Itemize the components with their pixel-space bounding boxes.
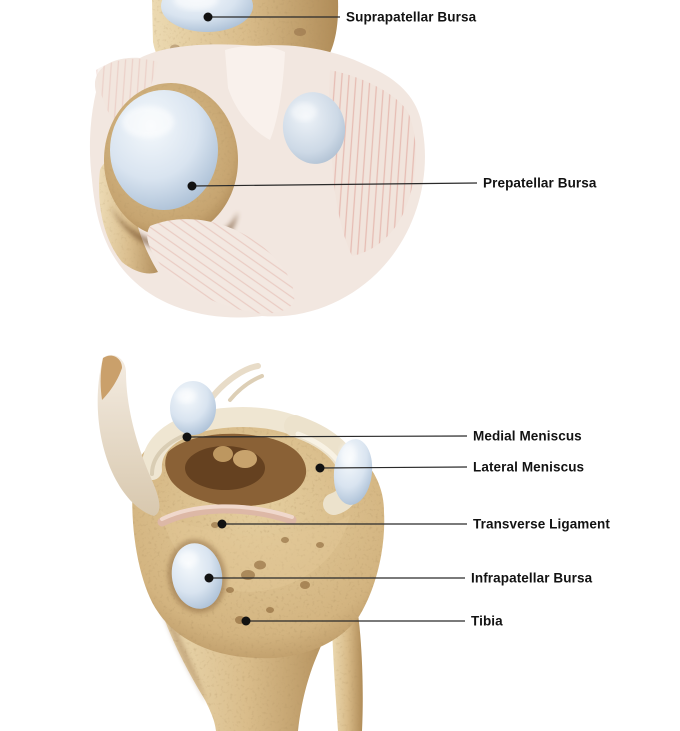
prepatellar-bursa-shape	[110, 90, 218, 210]
label-medial-meniscus: Medial Meniscus	[473, 428, 582, 444]
leader-prepatellar-bursa	[187, 181, 478, 191]
panel-anterior-knee	[89, 0, 425, 318]
patellar-ligament-band	[147, 219, 295, 314]
leader-dot	[204, 573, 214, 583]
leader-dot	[315, 463, 325, 473]
label-transverse-ligament: Transverse Ligament	[473, 516, 610, 532]
leader-lateral-meniscus	[315, 463, 468, 473]
collateral-ligament-shape	[97, 354, 160, 516]
vastus-muscle-fibers	[329, 70, 416, 256]
cruciate-ligament-stumps	[207, 363, 264, 403]
leader-tibia	[241, 616, 465, 626]
leader-suprapatellar-bursa	[203, 12, 340, 22]
leader-dot	[241, 616, 251, 626]
lateral-bursa-shape	[282, 92, 346, 164]
leader-dot	[203, 12, 213, 22]
leader-lines	[182, 12, 478, 626]
panel-tibial-plateau	[97, 354, 385, 731]
leader-dot	[182, 432, 192, 442]
label-suprapatellar-bursa: Suprapatellar Bursa	[346, 9, 477, 25]
label-infrapatellar-bursa: Infrapatellar Bursa	[471, 570, 593, 586]
leader-medial-meniscus	[182, 432, 468, 442]
label-lateral-meniscus: Lateral Meniscus	[473, 459, 585, 475]
infrapatellar-bursa-shape	[167, 539, 227, 613]
transverse-ligament-shape	[157, 504, 297, 527]
lateral-cartilage-shape	[333, 439, 373, 505]
label-tibia: Tibia	[471, 613, 503, 629]
intercondylar-cavity	[165, 433, 307, 507]
leader-transverse-ligament	[217, 519, 467, 529]
anterior-cartilage-shape	[170, 381, 216, 435]
label-prepatellar-bursa: Prepatellar Bursa	[483, 175, 597, 191]
leader-dot	[187, 181, 197, 191]
leader-dot	[217, 519, 227, 529]
leader-infrapatellar-bursa	[204, 573, 465, 583]
